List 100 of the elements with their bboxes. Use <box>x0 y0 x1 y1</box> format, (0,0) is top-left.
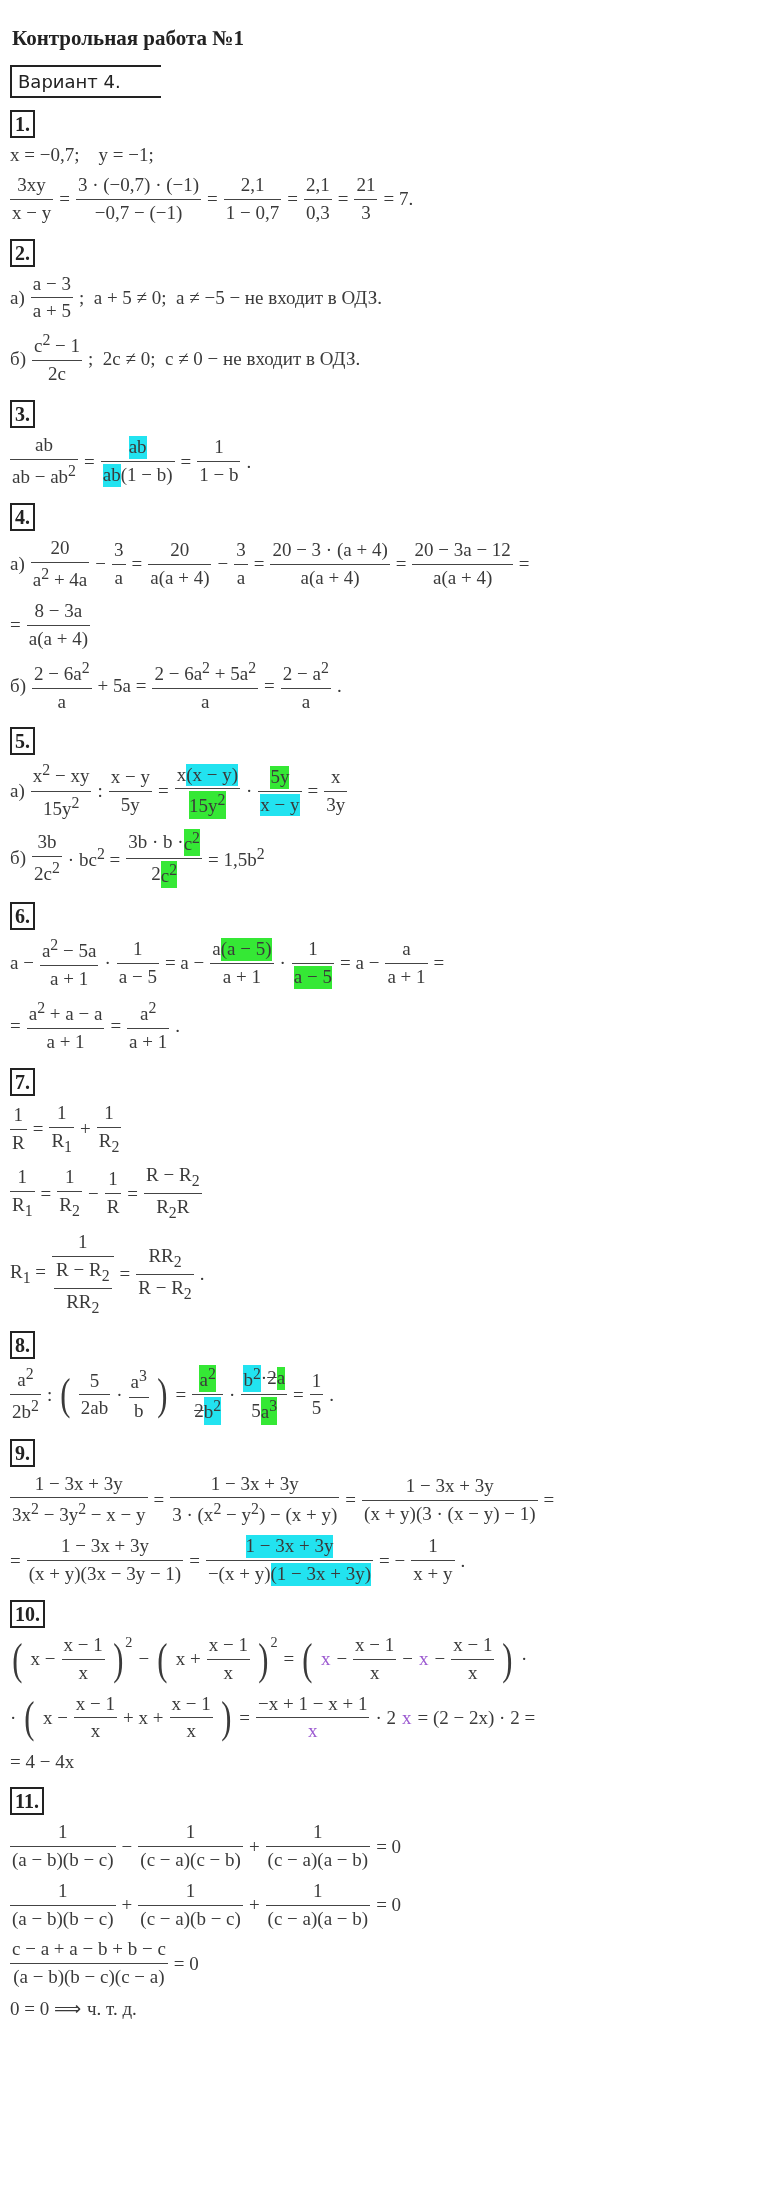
math-text: = <box>153 1489 165 1511</box>
numerator: 1 <box>313 1879 323 1903</box>
math-text: ; 2c ≠ 0; c ≠ 0 − не входит в ОДЗ. <box>88 347 361 370</box>
math-text: = 0 <box>376 1894 402 1917</box>
numerator: 1 − 3x + 3y <box>210 1472 299 1496</box>
variant-heading: Вариант 4. <box>10 65 161 98</box>
denominator: a <box>201 690 210 714</box>
denominator: R − R$_{2}$ <box>138 1276 192 1304</box>
math-text: · <box>521 1648 528 1671</box>
math-text: ; a + 5 ≠ 0; a ≠ −5 − не входит в ОДЗ. <box>78 286 382 309</box>
numerator: 3b <box>37 830 57 854</box>
denominator: (x + y)(3x − 3y − 1) <box>28 1563 182 1587</box>
numerator: 1 <box>185 1821 196 1845</box>
numerator: x − y <box>110 765 150 789</box>
problem-number: 3. <box>10 400 35 429</box>
numerator: 1 <box>56 1101 67 1125</box>
math-text: ч. т. д. <box>86 1997 137 2020</box>
highlighted-term: ab <box>102 464 121 487</box>
denominator: 3 · (x$^{2}$ − y$^{2}$) − (x + y) <box>172 1500 338 1528</box>
math-text: = <box>189 1549 200 1572</box>
numerator: 2 − 6a$^{2}$ <box>34 658 90 686</box>
numerator: 1 <box>311 1369 322 1393</box>
math-text: · <box>116 1383 123 1406</box>
math-text: + <box>248 1894 260 1917</box>
math-text: . <box>336 675 342 697</box>
denominator: x − y <box>12 201 52 225</box>
math-text: = <box>32 1118 44 1141</box>
numerator: ab <box>35 434 53 457</box>
math-text: + x + <box>123 1706 164 1729</box>
math-text: . <box>460 1549 466 1572</box>
denominator: a$^{2}$ + 4a <box>32 564 88 592</box>
denominator: −(x + y) <box>207 1563 271 1587</box>
highlighted-term: a$^{3}$ <box>260 1397 278 1425</box>
math-text: = <box>10 1549 21 1572</box>
numerator: 1 <box>64 1166 75 1190</box>
math-text: a − <box>10 952 34 975</box>
denominator: a <box>236 567 246 590</box>
numerator: 20 <box>170 539 190 562</box>
highlighted-term: ab <box>128 436 147 460</box>
denominator: x <box>369 1661 380 1685</box>
denominator: a <box>301 690 311 714</box>
numerator: x − 1 <box>63 1634 103 1657</box>
numerator: 1 − 3x + 3y <box>405 1474 494 1498</box>
parenthesis: ) <box>112 1637 124 1682</box>
numerator: 3 <box>236 539 246 562</box>
numerator: 1 <box>13 1103 24 1127</box>
numerator: x$^{2}$ − xy <box>32 761 90 789</box>
math-text: + <box>121 1894 133 1917</box>
math-text: = <box>307 780 319 803</box>
numerator: 2,1 <box>240 174 265 197</box>
denominator: R$_{2}$R <box>156 1196 190 1223</box>
denominator: x <box>223 1661 234 1685</box>
math-text: = a − <box>164 952 205 975</box>
denominator: a(a + 4) <box>150 567 210 590</box>
denominator: 2c <box>48 363 66 387</box>
denominator: x <box>468 1661 478 1685</box>
math-text: а) <box>10 780 25 803</box>
denominator: a + 1 <box>50 968 89 991</box>
denominator: R <box>12 1131 25 1155</box>
numerator: x − 1 <box>355 1634 395 1657</box>
highlighted-term: b$^{2}$ <box>243 1365 261 1393</box>
numerator: a$^{2}$ <box>17 1365 34 1393</box>
denominator: 2ab <box>80 1397 109 1421</box>
denominator: a + 1 <box>387 965 426 989</box>
numerator: 1 <box>58 1821 68 1845</box>
numerator: x <box>176 763 187 787</box>
exponent: 2 <box>270 1634 278 1652</box>
denominator: 1 − b <box>199 464 239 487</box>
math-text: = <box>518 553 530 576</box>
numerator: a$^{2}$ − 5a <box>41 935 97 964</box>
struck-term: 2 <box>267 1367 277 1391</box>
numerator: a$^{2}$ + a − a <box>28 998 103 1026</box>
math-text: · bc$^{2}$ = <box>67 845 121 872</box>
problem-number: 8. <box>10 1331 35 1360</box>
highlighted-term: a <box>276 1367 286 1391</box>
problem-number: 6. <box>10 901 35 930</box>
math-text: = 4 − 4x <box>10 1751 75 1774</box>
math-text: = <box>543 1489 555 1511</box>
highlighted-term: b$^{2}$ <box>203 1397 222 1425</box>
numerator: 3xy <box>17 174 46 197</box>
numerator: a$^{3}$ <box>130 1367 147 1395</box>
math-text: = <box>59 188 70 211</box>
denominator: 15y$^{2}$ <box>42 793 80 821</box>
numerator: 3 · (−0,7) · (−1) <box>77 174 200 197</box>
denominator: a + 1 <box>129 1031 168 1054</box>
denominator: x + y <box>413 1563 453 1587</box>
numerator: a <box>212 938 221 961</box>
denominator: a(a + 4) <box>433 567 493 590</box>
math-text: R$_{1}$ = <box>10 1261 47 1288</box>
numerator: R − R$_{2}$ <box>56 1258 110 1286</box>
problem-number: 10. <box>10 1600 45 1629</box>
math-text: x − <box>30 1648 56 1671</box>
math-text: = <box>110 1015 122 1038</box>
math-term: x <box>401 1706 412 1729</box>
denominator: ab − ab$^{2}$ <box>12 461 76 490</box>
numerator: x − 1 <box>171 1692 211 1716</box>
numerator: · <box>260 1367 268 1391</box>
math-text: = <box>157 780 169 803</box>
math-text: : <box>97 780 103 803</box>
denominator: 3 <box>361 201 371 225</box>
